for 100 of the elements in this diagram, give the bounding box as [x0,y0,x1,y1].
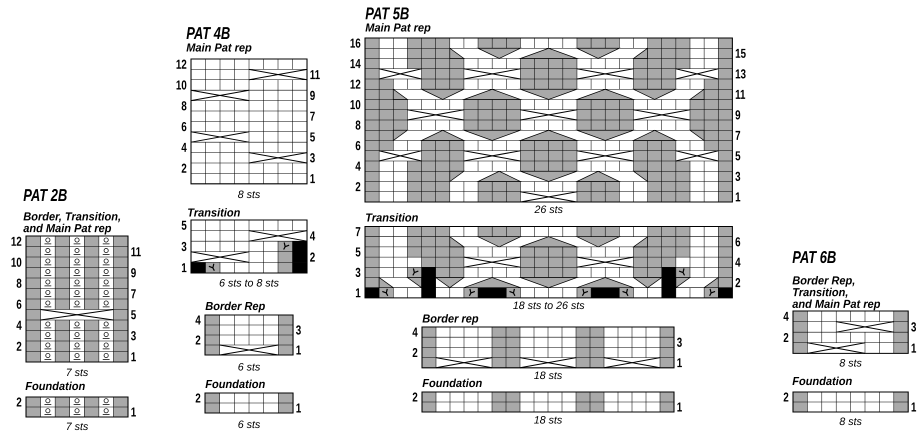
row-number: 4 [412,328,418,337]
stitch-count: 8 sts [238,190,260,198]
row-number: 3 [677,338,682,347]
row-number: 11 [131,247,141,256]
row-number: 1 [131,352,136,362]
row-number: 8 [356,120,360,130]
row-number: 7 [310,112,315,121]
row-number: 6 [736,237,740,246]
row-number: 1 [912,402,916,412]
stitch-count: 26 sts [534,206,563,214]
row-number: 2 [784,332,788,342]
row-number: 9 [131,268,136,278]
row-number: 3 [296,325,301,335]
row-number: 6 [182,122,186,132]
row-number: 2 [784,392,788,402]
pattern-title: PAT 4B [186,27,230,39]
row-number: 10 [176,80,186,90]
row-number: 7 [131,289,136,298]
chart-heading: Border Rep [205,302,265,312]
row-number: 11 [736,90,746,99]
row-number: 3 [182,242,186,252]
row-number: 2 [16,397,22,407]
row-number: 4 [16,320,22,330]
chart-heading: Transition [188,208,240,217]
row-number: 5 [356,247,360,257]
chart-heading: Transition [366,213,418,222]
row-number: 5 [182,220,186,230]
chart-heading: Main Pat rep [186,43,252,54]
row-number: 1 [912,344,916,353]
pattern-title: PAT 5B [366,7,409,20]
stitch-count: 6 sts [238,420,260,428]
row-number: 2 [196,335,200,345]
row-number: 1 [296,346,301,354]
row-number: 2 [196,393,200,403]
row-number: 14 [350,59,361,68]
chart-heading: Foundation [422,378,482,388]
row-number: 1 [736,192,740,202]
row-number: 2 [735,278,740,288]
row-number: 1 [131,408,136,416]
row-number: 7 [736,130,740,140]
row-number: 9 [310,90,315,100]
row-number: 5 [735,151,740,160]
stitch-count: 8 sts [840,418,862,426]
row-number: 8 [182,101,186,110]
stitch-count: 6 sts to 8 sts [220,279,279,287]
row-number: 3 [735,172,740,181]
chart-heading: Border, Transition, and Main Pat rep [23,212,120,235]
row-number: 11 [310,70,320,80]
row-number: 8 [16,278,22,288]
stitch-count: 18 sts to 26 sts [513,302,584,310]
row-number: 2 [310,252,315,262]
row-number: 2 [412,348,418,358]
chart-heading: Main Pat rep [365,23,430,34]
row-number: 1 [356,288,360,298]
row-number: 4 [181,142,187,152]
row-number: 2 [182,164,186,173]
row-number: 3 [356,268,360,277]
row-number: 12 [12,236,22,246]
stitch-count: 18 sts [534,416,562,424]
row-number: 2 [412,392,418,402]
row-number: 3 [911,322,916,332]
row-number: 9 [735,110,740,120]
row-number: 4 [195,316,201,324]
chart-heading: Border rep [422,314,478,325]
row-number: 5 [310,132,315,142]
row-number: 10 [12,258,22,267]
pattern-title: PAT 6B [792,250,836,264]
row-number: 6 [356,141,360,150]
row-number: 1 [677,358,682,368]
chart-heading: Foundation [205,380,265,388]
row-number: 10 [350,100,360,110]
row-number: 1 [182,263,186,272]
stitch-count: 8 sts [840,359,862,367]
stitch-count: 18 sts [534,372,562,380]
row-number: 4 [310,231,316,240]
row-number: 6 [16,300,22,309]
row-number: 12 [176,60,186,69]
row-number: 4 [355,162,361,171]
row-number: 1 [310,174,315,184]
pattern-title: PAT 2B [24,188,67,201]
row-number: 5 [131,310,136,320]
stitch-count: 6 sts [238,363,260,371]
row-number: 2 [356,182,360,192]
chart-heading: Border Rep, Transition, and Main Pat rep [792,276,880,310]
row-number: 1 [677,402,682,412]
stitch-count: 7 sts [66,422,88,430]
row-number: 12 [350,80,360,89]
row-number: 7 [356,227,360,236]
chart-heading: Foundation [792,376,852,386]
chart-heading: Foundation [25,382,85,390]
row-number: 3 [310,153,315,162]
row-number: 3 [131,331,136,340]
row-number: 1 [296,404,301,412]
stitch-count: 7 sts [66,368,88,376]
row-number: 16 [350,38,360,48]
row-number: 13 [736,69,746,78]
row-number: 4 [783,312,789,321]
row-number: 4 [735,258,741,267]
row-number: 2 [16,342,22,351]
row-number: 15 [736,48,746,58]
